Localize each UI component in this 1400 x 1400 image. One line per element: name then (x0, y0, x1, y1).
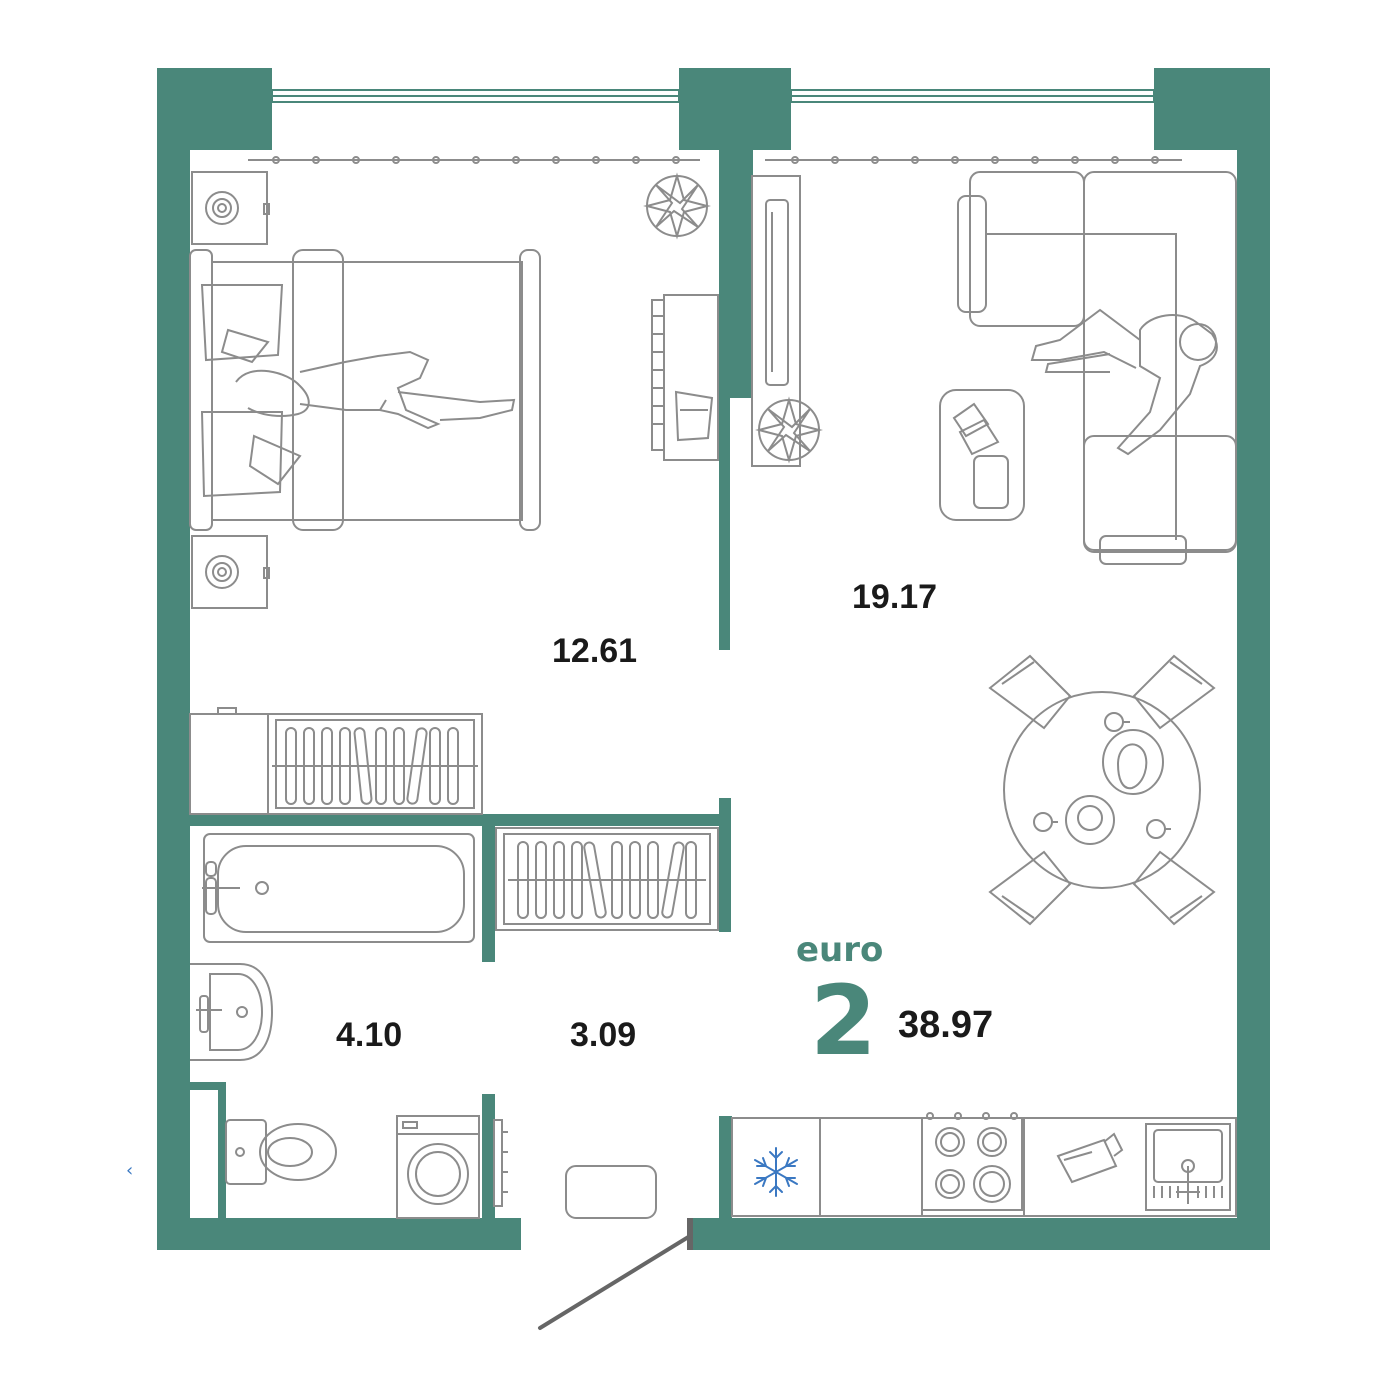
washbasin (190, 963, 274, 1061)
rooms-count-label: 2 (810, 965, 877, 1077)
hallway-area-label: 3.09 (570, 1016, 637, 1054)
wall-hall-post (482, 1094, 495, 1218)
total-area-label: 38.97 (898, 1004, 994, 1046)
wardrobe-bedroom (189, 707, 483, 815)
desk (651, 294, 719, 461)
windows (271, 89, 1155, 103)
entrance-door (538, 1218, 693, 1330)
wall-bath-right (482, 814, 495, 962)
bedside-table-bottom (191, 535, 270, 609)
bathroom-area-label: 4.10 (336, 1016, 403, 1054)
wall-right (1237, 68, 1270, 1250)
dining-table (988, 654, 1216, 926)
coat-hooks (493, 1119, 508, 1207)
snowflake-icon (754, 1147, 798, 1197)
washing-machine (396, 1115, 480, 1219)
plant-living (755, 396, 823, 464)
corner-sofa (957, 171, 1237, 565)
wall-bottom-left (157, 1218, 521, 1250)
wall-bath-top (190, 814, 730, 826)
bedroom-area-label: 12.61 (552, 632, 638, 670)
curtain-rod-bedroom (248, 156, 700, 164)
bathtub (202, 833, 475, 943)
tv-stand (751, 175, 801, 467)
wall-closet-right (719, 798, 731, 932)
wall-top-middle-block (679, 68, 791, 150)
plant-bedroom (643, 172, 711, 240)
back-arrow-icon[interactable]: ‹ (126, 1160, 134, 1181)
wall-top-right-block (1154, 68, 1270, 150)
door-mat (565, 1165, 657, 1219)
furniture (189, 156, 1237, 1219)
wall-wc-stub-side (218, 1082, 226, 1218)
layout-type-label: euro (796, 930, 884, 970)
coffee-table (939, 389, 1025, 521)
wall-partition-thin (719, 398, 730, 650)
wall-bottom-right (693, 1218, 1270, 1250)
bedside-table-top (191, 171, 270, 245)
wall-kitchen-post (719, 1116, 732, 1218)
wall-wc-stub (190, 1082, 226, 1090)
wall-partition-upper (719, 140, 753, 398)
kitchen-counter (731, 1112, 1237, 1217)
double-bed (189, 249, 541, 531)
living-kitchen-area-label: 19.17 (852, 578, 938, 616)
wall-top-left-block (157, 68, 272, 150)
toilet (225, 1119, 337, 1185)
curtain-rod-living (765, 156, 1182, 164)
closet-hall (495, 827, 719, 931)
walls (157, 68, 1270, 1250)
wall-left (157, 68, 190, 1250)
